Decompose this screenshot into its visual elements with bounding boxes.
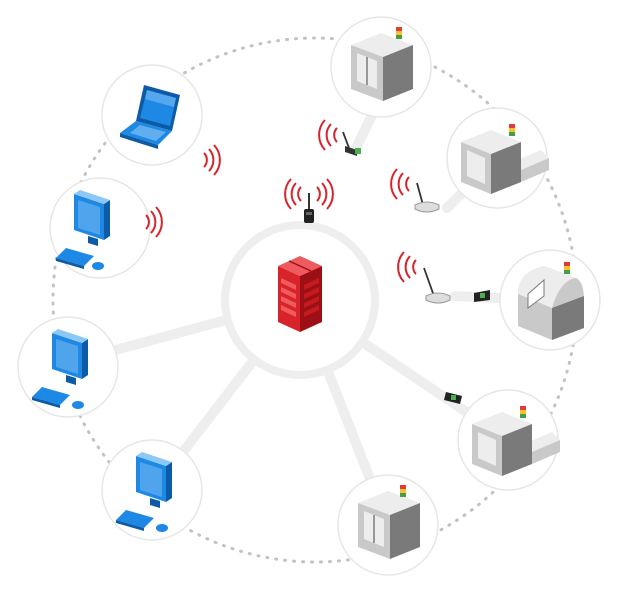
signal-waves-icon xyxy=(203,144,221,176)
server-rack-icon xyxy=(278,256,322,332)
industrial-machine-icon xyxy=(472,406,560,476)
industrial-machine-icon xyxy=(461,124,549,194)
industrial-machine-icon xyxy=(518,262,584,340)
access-point-icon xyxy=(304,193,314,223)
serial-connector-icon xyxy=(474,290,490,302)
wireless-adapter-device-2[interactable] xyxy=(397,251,451,304)
desktop-computer-icon xyxy=(32,329,88,409)
serial-connector-icon xyxy=(444,392,462,404)
wireless-adapter-device-1[interactable] xyxy=(390,168,440,213)
serial-connector-device-1[interactable] xyxy=(474,290,490,302)
wireless-dongle-device[interactable] xyxy=(318,119,361,156)
workstation-node-desktop-1[interactable] xyxy=(49,177,151,279)
machine-node-4[interactable] xyxy=(457,389,560,491)
desktop-computer-icon xyxy=(56,190,110,270)
serial-connector-device-2[interactable] xyxy=(444,392,462,404)
wireless-dongle-icon xyxy=(342,131,361,156)
machine-node-3[interactable] xyxy=(499,249,601,351)
industrial-machine-icon xyxy=(358,485,420,559)
signal-waves-icon xyxy=(284,178,334,210)
machine-node-2[interactable] xyxy=(446,107,549,209)
industrial-machine-icon xyxy=(351,27,413,101)
machine-node-1[interactable] xyxy=(330,16,432,118)
laptop-icon xyxy=(120,85,180,149)
workstation-node-desktop-3[interactable] xyxy=(101,439,203,541)
signal-waves-icon xyxy=(318,119,338,151)
signal-waves-icon xyxy=(390,168,410,200)
machine-node-5[interactable] xyxy=(337,474,439,576)
wireless-adapter-icon xyxy=(423,267,451,304)
wireless-adapter-icon xyxy=(414,182,440,213)
signal-waves-icon xyxy=(397,251,417,283)
access-point-device[interactable] xyxy=(284,178,334,223)
desktop-computer-icon xyxy=(116,452,172,532)
workstation-node-laptop[interactable] xyxy=(101,64,203,166)
central-hub[interactable] xyxy=(221,221,379,379)
workstation-node-desktop-2[interactable] xyxy=(17,316,119,418)
signal-waves-icon xyxy=(145,206,163,238)
